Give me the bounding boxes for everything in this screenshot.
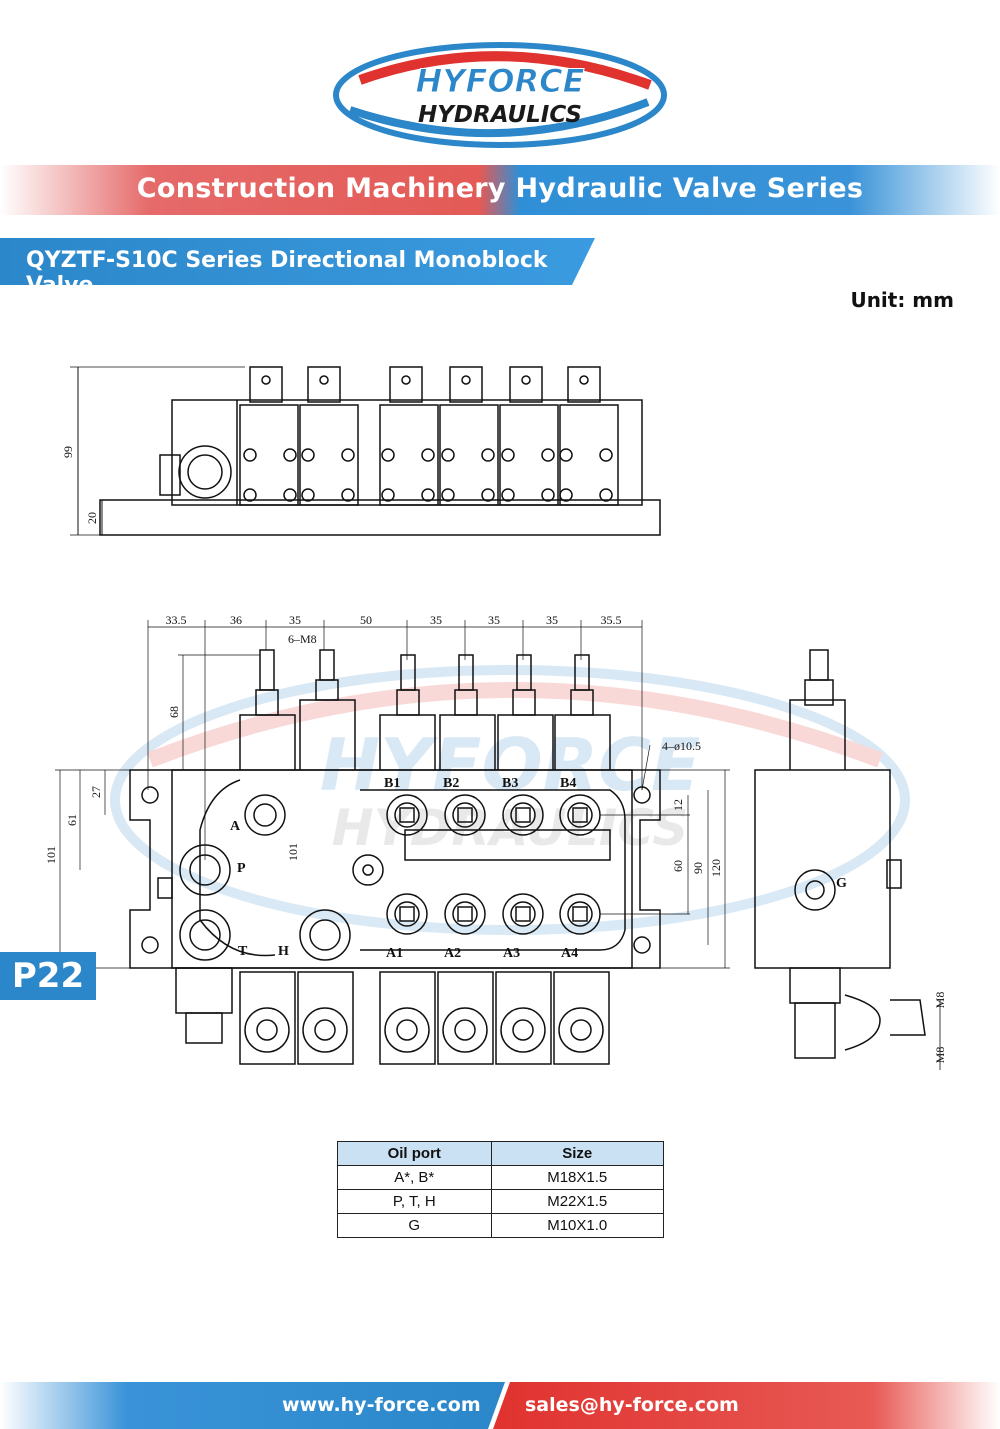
port-p: P [237, 861, 246, 876]
port-h: H [278, 944, 289, 959]
email-link[interactable]: sales@hy-force.com [525, 1394, 739, 1416]
dim-68: 68 [167, 706, 181, 718]
table-cell: M22X1.5 [490, 1189, 664, 1214]
front-top-dims: 33.5 36 35 50 35 35 35 35.5 6–M8 4–ø10.5 [166, 613, 702, 753]
series-title: Construction Machinery Hydraulic Valve S… [136, 173, 864, 204]
port-labels: B1 B2 B3 B4 A1 A2 A3 A4 A P T H [230, 776, 578, 961]
thread-callout: 6–M8 [288, 632, 317, 646]
port-b1: B1 [384, 776, 400, 791]
port-g: G [836, 876, 847, 891]
ports-table: Oil port Size A*, B* M18X1.5 P, T, H M22… [337, 1141, 664, 1238]
dim-36: 36 [230, 613, 242, 627]
table-header: Oil port [337, 1141, 492, 1166]
dim-61: 61 [65, 814, 79, 826]
port-b4: B4 [560, 776, 576, 791]
product-banner: QYZTF-S10C Series Directional Monoblock … [0, 238, 600, 298]
watermark-logo: HYFORCE HYDRAULICS [110, 665, 910, 935]
dim-35-a: 35 [289, 613, 301, 627]
footer: www.hy-force.com sales@hy-force.com [0, 1382, 1000, 1429]
side-dim-m8-a: M8 [933, 992, 947, 1009]
top-view [70, 366, 661, 536]
top-dim-height: 99 [61, 446, 75, 458]
table-cell: M10X1.0 [490, 1213, 664, 1238]
dim-101-mid: 101 [286, 843, 300, 861]
table-cell: A*, B* [337, 1165, 492, 1190]
technical-drawing: HYFORCE HYDRAULICS [44, 366, 947, 1070]
front-view [55, 620, 730, 1065]
side-dim-m8-b: M8 [933, 1047, 947, 1064]
page-tag: P22 [0, 952, 96, 1000]
series-banner: Construction Machinery Hydraulic Valve S… [0, 165, 1000, 215]
dim-35-c: 35 [488, 613, 500, 627]
port-a: A [230, 819, 241, 834]
table-header: Size [490, 1141, 664, 1166]
dim-90: 90 [691, 862, 705, 874]
dim-60: 60 [671, 860, 685, 872]
product-title: QYZTF-S10C Series Directional Monoblock … [26, 248, 548, 298]
port-a2: A2 [444, 946, 461, 961]
port-a4: A4 [561, 946, 578, 961]
table-cell: M18X1.5 [490, 1165, 664, 1190]
table-row: P, T, H M22X1.5 [337, 1189, 664, 1214]
brand-logo: HYFORCE HYDRAULICS [330, 40, 670, 150]
hole-callout: 4–ø10.5 [662, 739, 701, 753]
dim-35-b: 35 [430, 613, 442, 627]
dim-120: 120 [709, 859, 723, 877]
unit-label: Unit: mm [850, 288, 954, 312]
table-header-row: Oil port Size [337, 1141, 664, 1166]
dim-50: 50 [360, 613, 372, 627]
table-row: A*, B* M18X1.5 [337, 1165, 664, 1190]
table-row: G M10X1.0 [337, 1213, 664, 1238]
watermark-line2: HYDRAULICS [332, 799, 689, 857]
dim-35-5: 35.5 [601, 613, 622, 627]
table-cell: P, T, H [337, 1189, 492, 1214]
port-a1: A1 [386, 946, 403, 961]
watermark-line1: HYFORCE [320, 723, 700, 807]
dim-12: 12 [671, 799, 685, 811]
table-cell: G [337, 1213, 492, 1238]
dim-33-5: 33.5 [166, 613, 187, 627]
front-side-dims: 68 27 61 101 101 12 60 90 120 [44, 706, 723, 877]
logo-line1: HYFORCE [416, 62, 585, 100]
dim-27: 27 [89, 786, 103, 798]
port-t: T [238, 944, 248, 959]
website-link[interactable]: www.hy-force.com [282, 1394, 481, 1416]
port-a3: A3 [503, 946, 520, 961]
dim-101-left: 101 [44, 846, 58, 864]
side-view [754, 649, 941, 1070]
port-b3: B3 [502, 776, 518, 791]
top-dim-base: 20 [85, 512, 99, 524]
dim-35-d: 35 [546, 613, 558, 627]
logo-line2: HYDRAULICS [418, 102, 582, 128]
port-b2: B2 [443, 776, 459, 791]
